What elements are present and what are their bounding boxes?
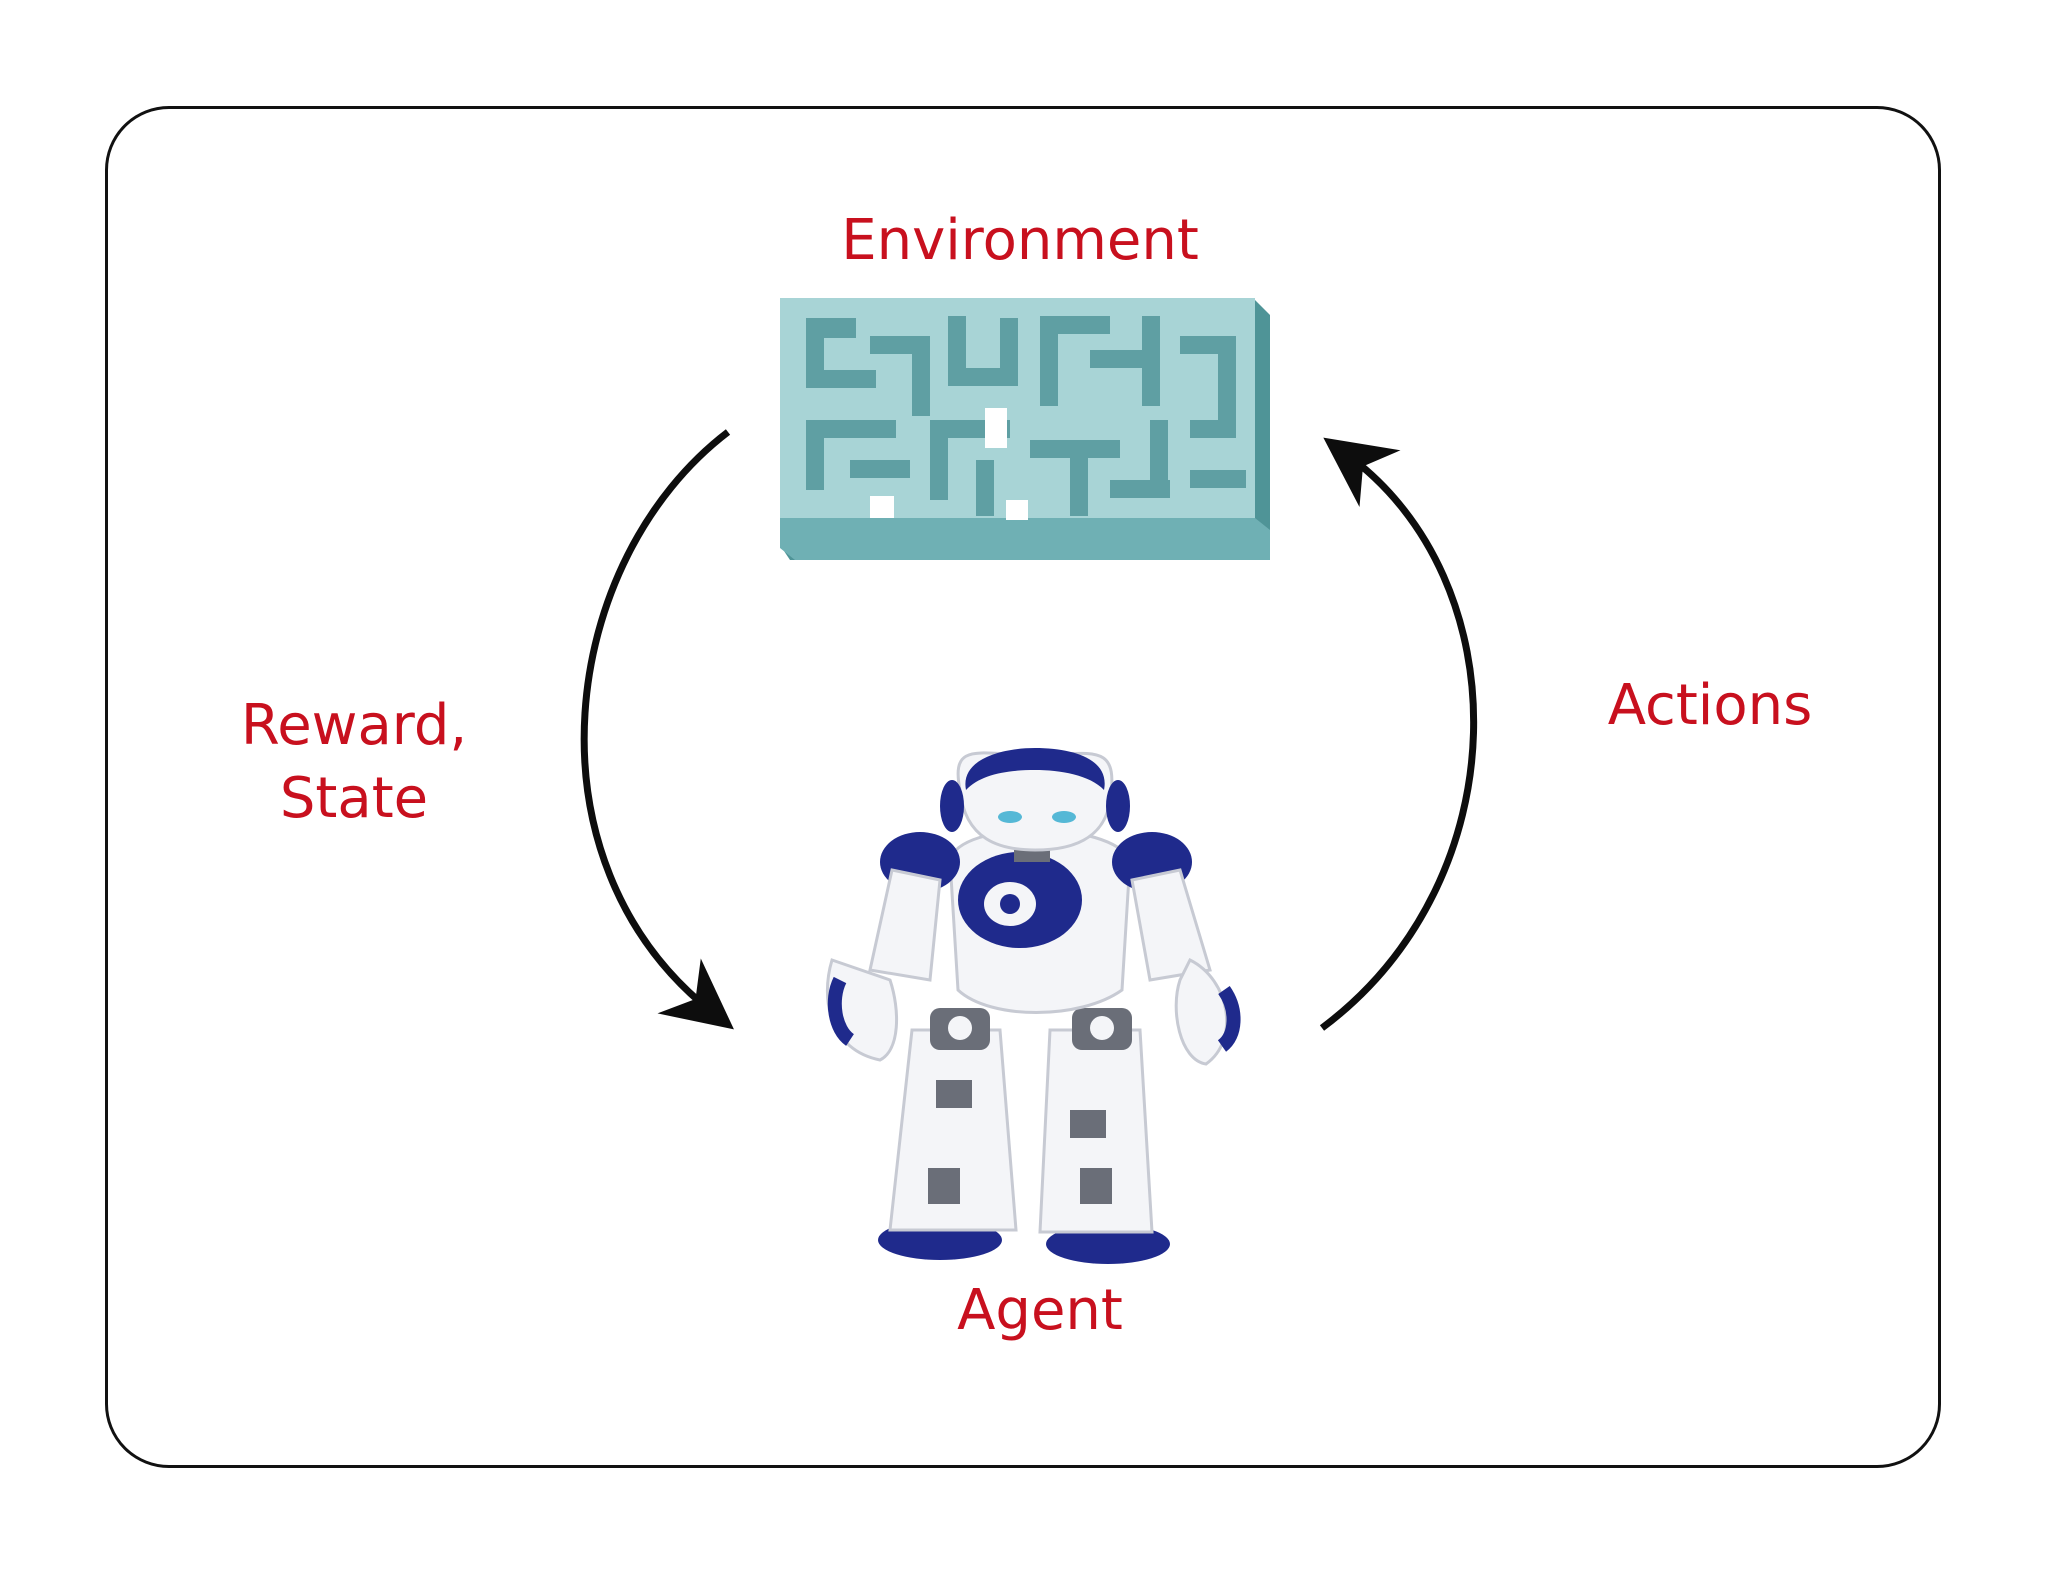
maze-icon (780, 298, 1270, 560)
actions-arrow (1322, 454, 1474, 1028)
robot-icon (827, 748, 1233, 1264)
environment-label: Environment (680, 205, 1360, 278)
reward-state-arrow (584, 432, 728, 1012)
actions-label: Actions (1520, 670, 1900, 743)
reward-label-line1: Reward, (180, 690, 528, 763)
reward-state-label: Reward, State (180, 690, 528, 836)
agent-label: Agent (740, 1275, 1340, 1348)
reward-label-line2: State (180, 763, 528, 836)
